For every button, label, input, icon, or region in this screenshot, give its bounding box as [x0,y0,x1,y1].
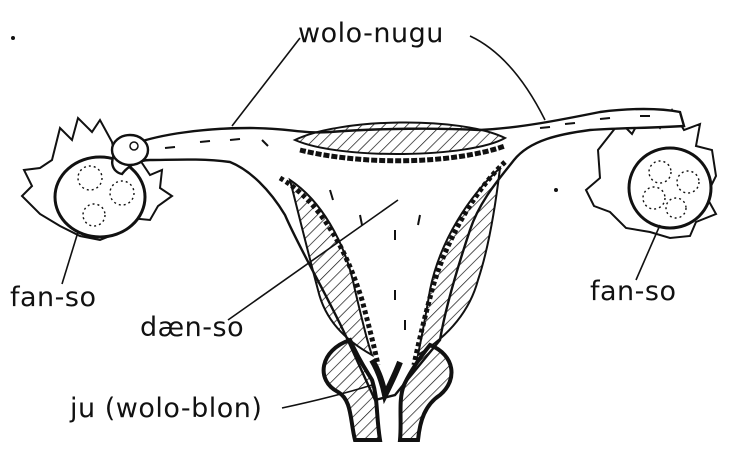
leader-line-wolo-nugu-left [232,38,300,126]
label-ju-wolo-blon: ju (wolo-blon) [70,393,262,424]
right-ovary [629,148,711,228]
leader-line-fan-so-left [62,232,78,284]
label-fan-so-right: fan-so [590,276,677,307]
stray-dot [11,36,15,40]
leader-line-fan-so-right [636,225,660,280]
label-wolo-nugu: wolo-nugu [298,18,444,49]
left-tube-opening [112,135,148,165]
stray-dot [554,188,558,192]
leader-line-wolo-nugu-right [470,36,545,120]
label-fan-so-left: fan-so [10,282,97,313]
label-den-so: dæn-so [140,312,244,343]
